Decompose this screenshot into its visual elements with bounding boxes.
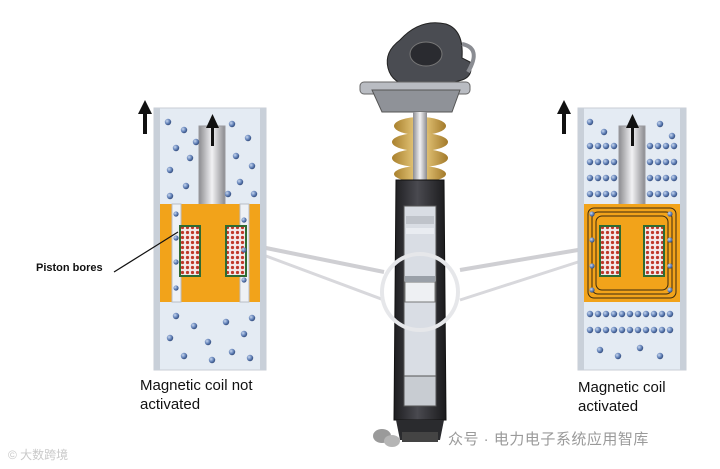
right-magnifier-line-bottom: [459, 260, 579, 302]
left-magnifier-line-top: [265, 246, 385, 274]
arrow-up-icon: [557, 100, 571, 134]
wechat-icon: [373, 429, 400, 447]
right-detail-view: [557, 100, 687, 371]
caption-line: activated: [578, 398, 639, 415]
piston-bores-pointer: [113, 231, 179, 273]
magnetic-field-lines: [587, 207, 677, 299]
watermark-right: 众号 · 电力电子系统应用智库: [448, 431, 649, 448]
caption-line: activated: [140, 396, 201, 413]
caption-line: Magnetic coil not: [140, 377, 253, 394]
right-coil: [599, 225, 621, 277]
watermark-left: © 大数跨境: [8, 448, 69, 462]
right-piston: [584, 204, 680, 302]
arrow-up-icon: [206, 114, 219, 146]
caption-line: Magnetic coil: [578, 379, 666, 396]
right-coil: [643, 225, 665, 277]
magnifier-lines: [265, 246, 579, 302]
arrow-up-icon: [138, 100, 152, 134]
left-coil: [179, 225, 201, 277]
magnifier-circle: [380, 252, 460, 332]
damper-illustration: [359, 22, 476, 442]
right-particles: [586, 118, 678, 360]
caption-coil-activated: Magnetic coil activated: [578, 378, 708, 416]
left-magnifier-line-bottom: [265, 254, 385, 302]
damper-piston: [404, 281, 436, 303]
caption-coil-not-activated: Magnetic coil not activated: [140, 376, 300, 414]
right-magnifier-line-top: [459, 248, 579, 272]
left-particles: [164, 118, 258, 364]
arrow-up-icon: [626, 114, 639, 146]
left-detail-view: [138, 100, 267, 371]
piston-bores-label: Piston bores: [36, 262, 103, 274]
